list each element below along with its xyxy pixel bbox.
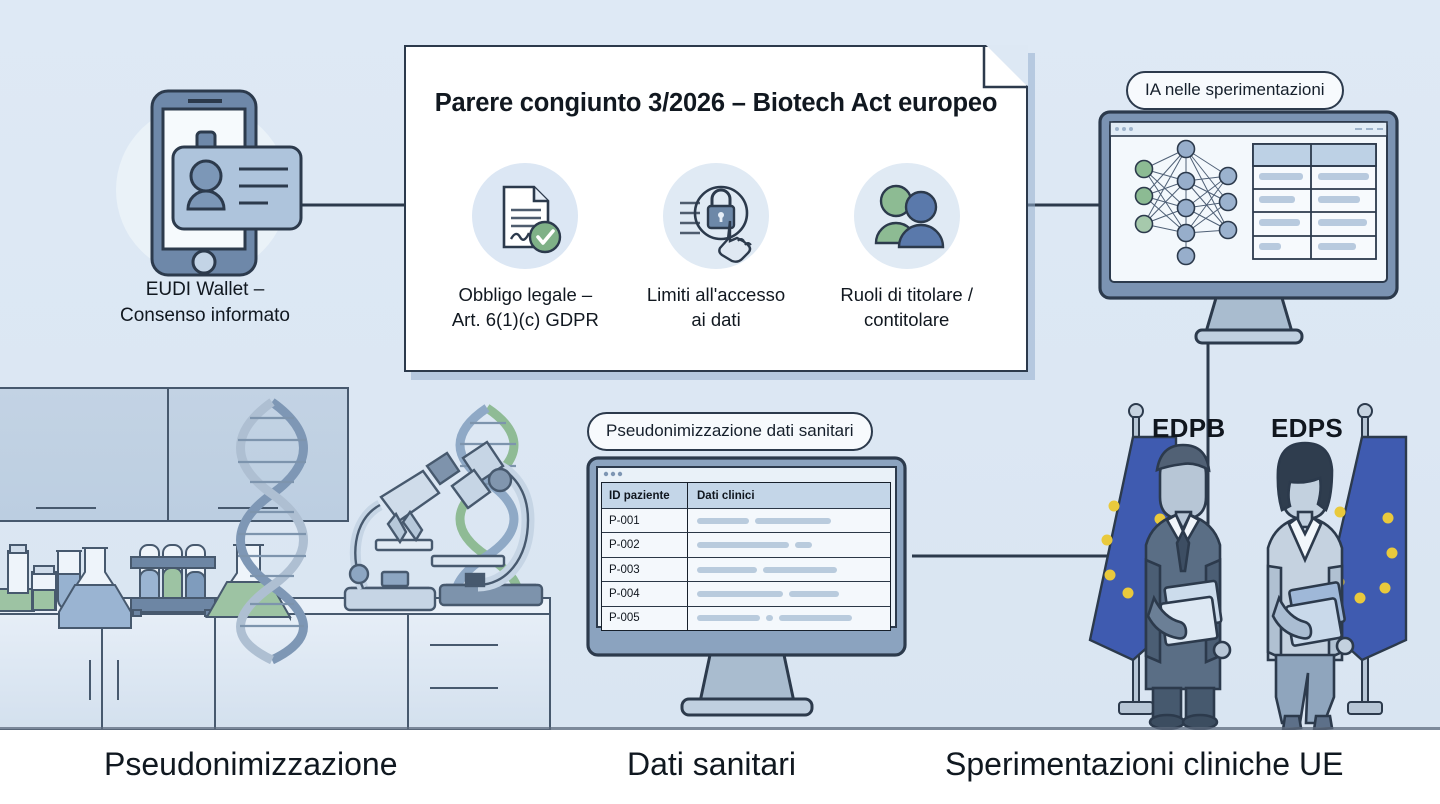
footer-band bbox=[0, 730, 1440, 804]
cell-patient-id: P-005 bbox=[602, 606, 688, 631]
cell-patient-id: P-003 bbox=[602, 557, 688, 582]
label-edps: EDPS bbox=[1271, 413, 1344, 443]
ai-monitor-pill-label: IA nelle sperimentazioni bbox=[1126, 71, 1344, 110]
page-fold-corner bbox=[986, 45, 1028, 87]
pillar-controller-roles: Ruoli di titolare / contitolare bbox=[811, 163, 1002, 332]
cell-patient-id: P-004 bbox=[602, 582, 688, 606]
health-data-pill-label: Pseudonimizzazione dati sanitari bbox=[587, 412, 873, 451]
wallet-caption-line1: EUDI Wallet – bbox=[145, 279, 265, 300]
table-row: P-002 bbox=[602, 533, 890, 558]
wallet-caption: EUDI Wallet – Consenso informato bbox=[60, 277, 350, 328]
wallet-caption-line2: Consenso informato bbox=[119, 304, 291, 326]
table-row: P-001 bbox=[602, 509, 890, 534]
signed-document-check-icon bbox=[503, 185, 562, 254]
pillar-legal-obligation: Obbligo legale – Art. 6(1)(c) GDPR bbox=[430, 163, 621, 332]
cell-clinical-data bbox=[688, 509, 890, 532]
pillar-access-limits: Limiti all'accesso ai dati bbox=[621, 163, 812, 332]
column-header-id: ID paziente bbox=[602, 483, 688, 508]
page-fold-outline bbox=[982, 45, 1028, 89]
lock-access-hand-icon bbox=[680, 185, 752, 263]
bottom-label-sperimentazioni: Sperimentazioni cliniche UE bbox=[945, 746, 1344, 782]
signed-document-check-icon-wrap bbox=[472, 163, 579, 269]
floor-divider bbox=[0, 727, 1440, 730]
table-header-row: ID paziente Dati clinici bbox=[602, 483, 890, 509]
pillars-row: Obbligo legale – Art. 6(1)(c) GDPR bbox=[430, 163, 1002, 332]
lock-access-hand-icon-wrap bbox=[663, 163, 769, 269]
cell-clinical-data bbox=[688, 533, 890, 556]
bottom-label-pseudonimizzazione: Pseudonimizzazione bbox=[104, 746, 398, 782]
joint-opinion-card: Parere congiunto 3/2026 – Biotech Act eu… bbox=[404, 45, 1028, 372]
bottom-label-dati-sanitari: Dati sanitari bbox=[627, 746, 796, 782]
column-header-clinical: Dati clinici bbox=[697, 489, 755, 502]
two-people-roles-icon bbox=[874, 184, 944, 249]
table-row: P-003 bbox=[602, 557, 890, 583]
patient-data-table: ID paziente Dati clinici P-001 P-002 P-0… bbox=[601, 482, 891, 631]
two-people-roles-icon-wrap bbox=[853, 163, 960, 269]
label-edpb: EDPB bbox=[1152, 413, 1226, 443]
table-row: P-005 bbox=[602, 606, 890, 631]
cell-clinical-data bbox=[688, 582, 890, 605]
pillar-legal-obligation-label: Obbligo legale – Art. 6(1)(c) GDPR bbox=[451, 284, 599, 330]
cell-patient-id: P-001 bbox=[602, 509, 688, 533]
pillar-controller-roles-label: Ruoli di titolare / contitolare bbox=[840, 284, 973, 330]
table-row: P-004 bbox=[602, 582, 890, 607]
cell-clinical-data bbox=[688, 558, 890, 581]
cell-patient-id: P-002 bbox=[602, 533, 688, 557]
page-title: Parere congiunto 3/2026 – Biotech Act eu… bbox=[434, 89, 998, 117]
cell-clinical-data bbox=[688, 607, 890, 630]
pillar-access-limits-label: Limiti all'accesso ai dati bbox=[646, 284, 786, 330]
